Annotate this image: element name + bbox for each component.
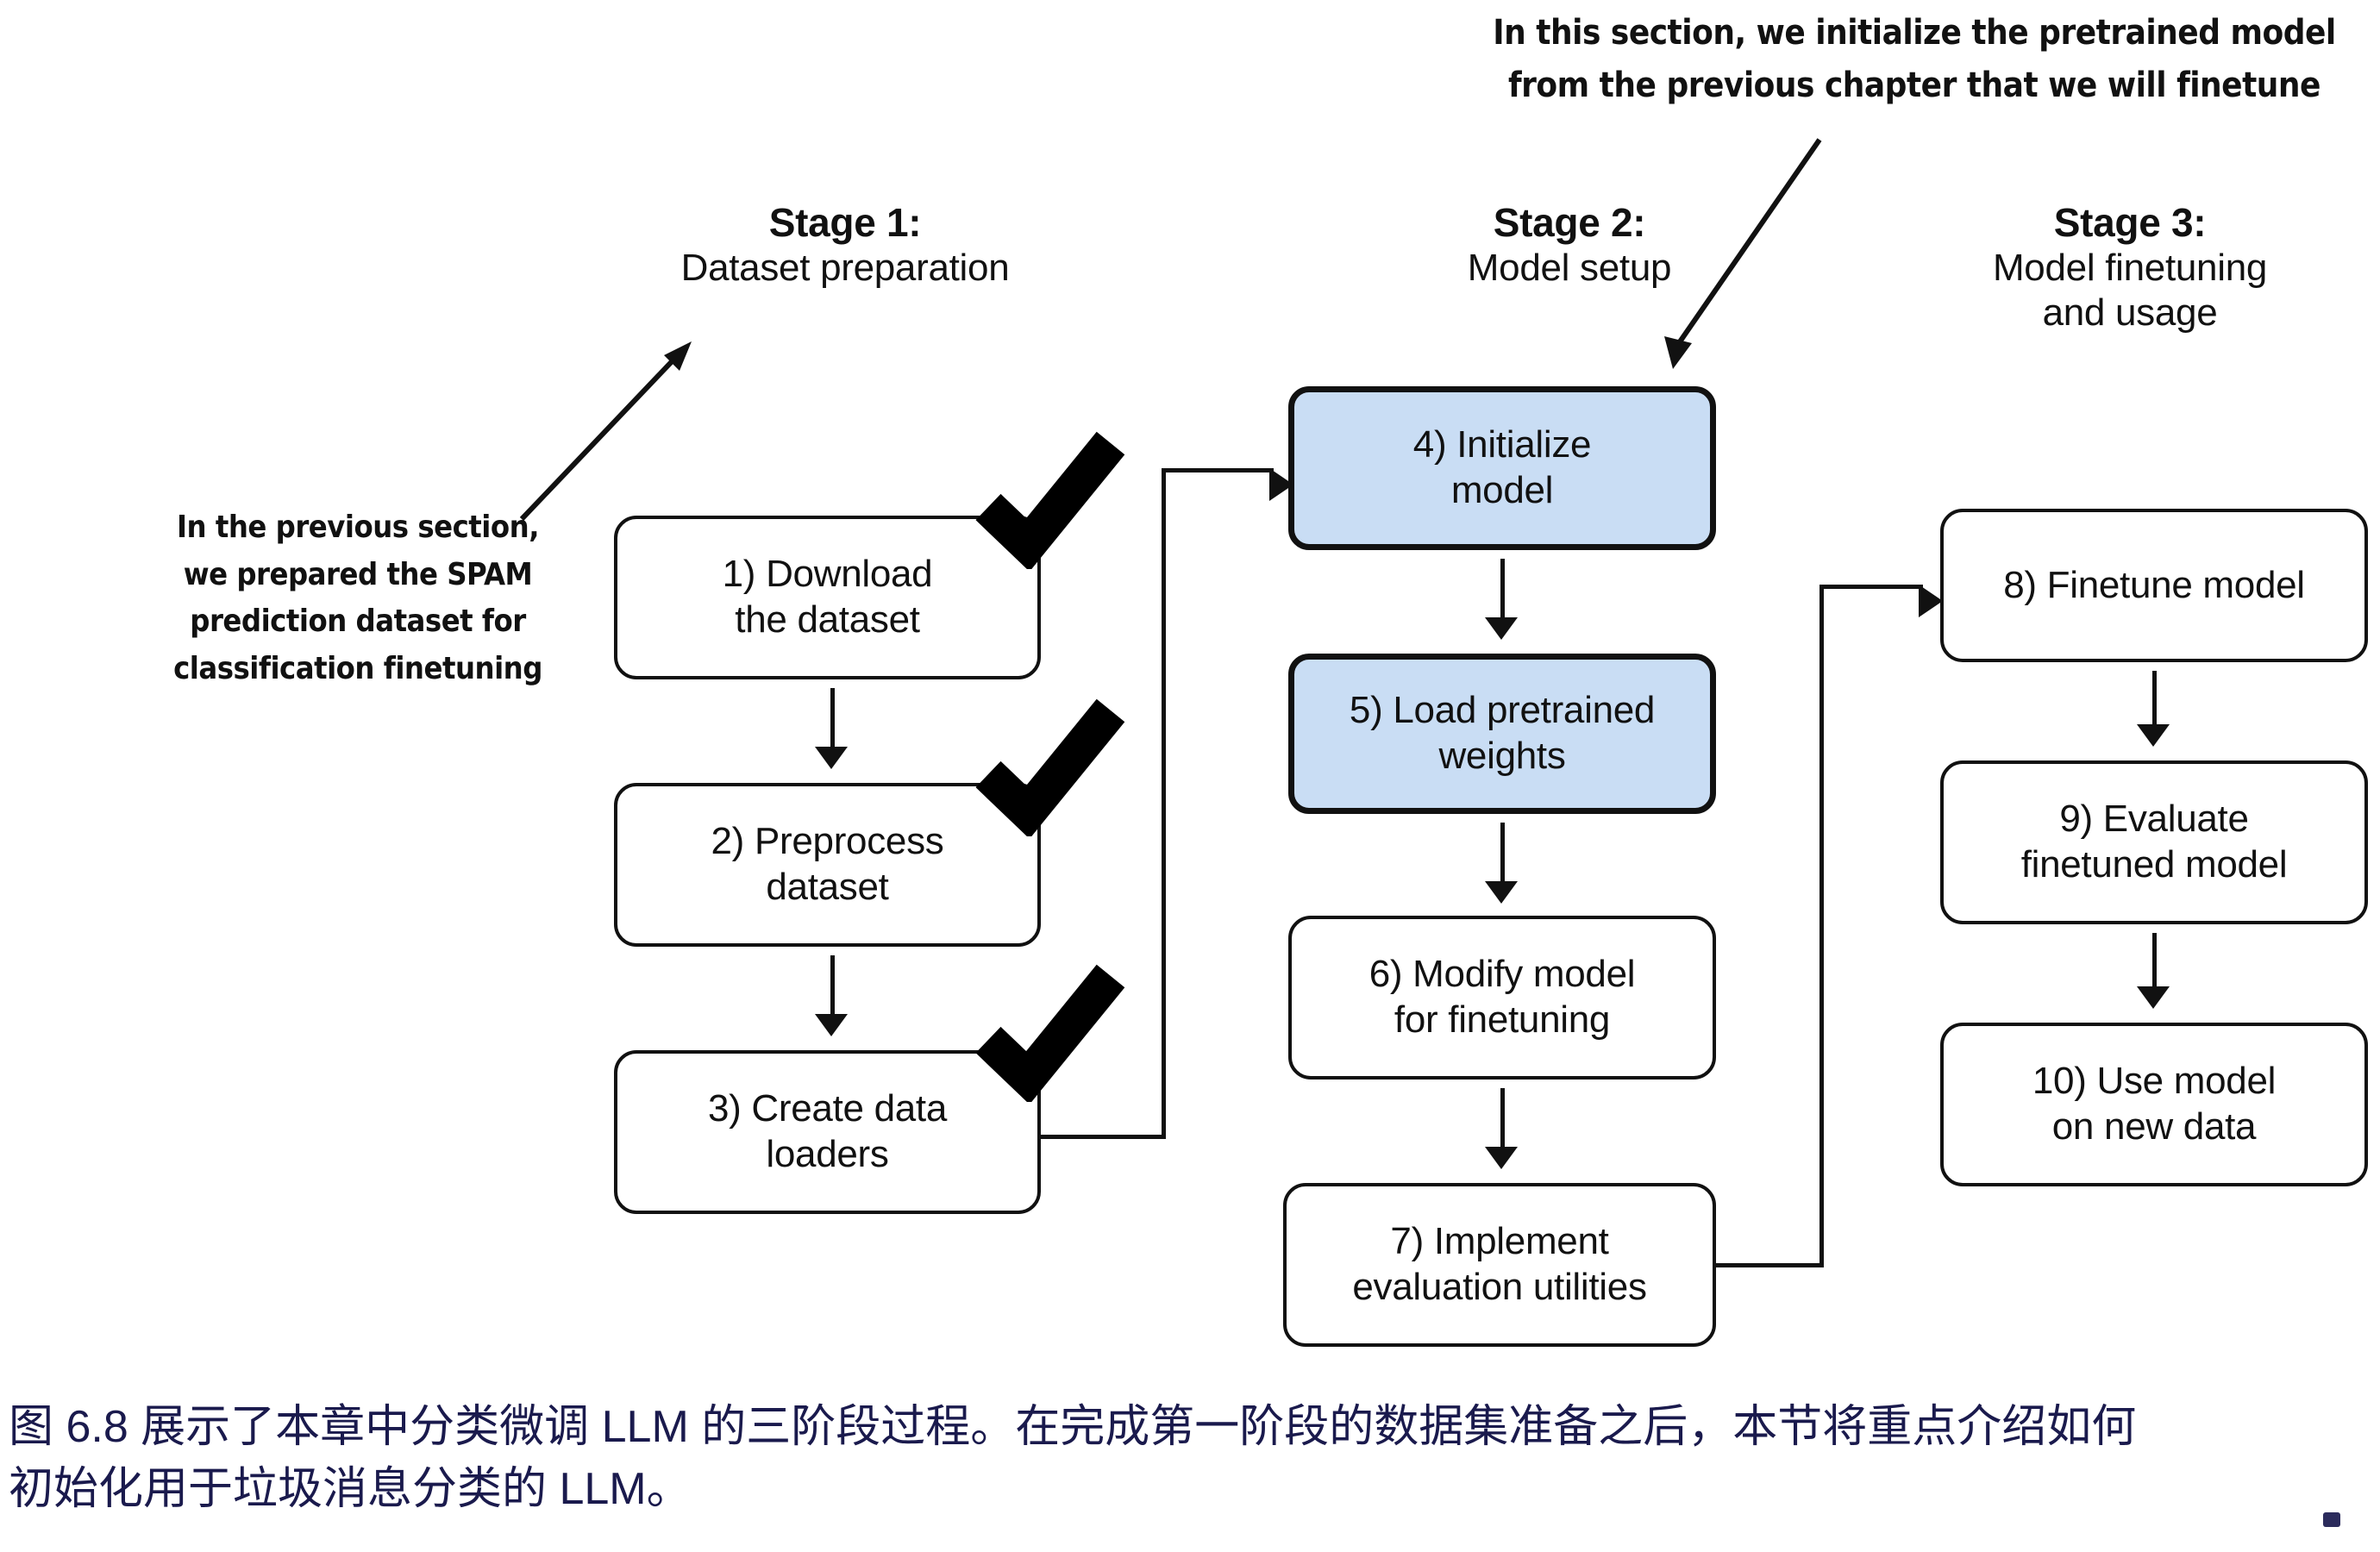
node-create-data-loaders[interactable]: 3) Create data loaders [614, 1050, 1041, 1214]
stage-2-subtitle-line1: Model setup [1467, 247, 1672, 290]
node-finetune-model-line1: 8) Finetune model [2003, 563, 2305, 606]
node-create-data-loaders-line2: loaders [766, 1133, 889, 1175]
edge-9-to-10-arrowhead-icon [2137, 986, 2170, 1009]
node-implement-eval-line2: evaluation utilities [1352, 1266, 1647, 1308]
checkmark-icon-3 [975, 964, 1125, 1102]
node-finetune-model[interactable]: 8) Finetune model [1940, 509, 2368, 662]
stage-1-subtitle-line1: Dataset preparation [680, 247, 1010, 290]
node-create-data-loaders-line1: 3) Create data [707, 1087, 948, 1130]
checkmark-icon-1 [975, 431, 1125, 569]
annotation-top-line1: In this section, we initialize the pretr… [1493, 13, 2336, 53]
node-modify-model-line1: 6) Modify model [1368, 953, 1636, 996]
edge-9-to-10 [2152, 933, 2157, 993]
edge-1-to-2 [830, 688, 835, 754]
annotation-left: In the previous section, we prepared the… [142, 504, 573, 693]
node-preprocess-dataset-line2: dataset [766, 866, 889, 908]
node-evaluate-line2: finetuned model [2020, 843, 2288, 886]
edge-2-to-3-arrowhead-icon [815, 1014, 848, 1036]
annotation-left-line4: classification finetuning [173, 651, 542, 687]
node-use-model-on-new-data[interactable]: 10) Use model on new data [1940, 1023, 2368, 1186]
node-evaluate-finetuned-model[interactable]: 9) Evaluate finetuned model [1940, 760, 2368, 924]
figure-caption-line1: 图 6.8 展示了本章中分类微调 LLM 的三阶段过程。在完成第一阶段的数据集准… [9, 1402, 2137, 1452]
node-preprocess-dataset[interactable]: 2) Preprocess dataset [614, 783, 1041, 947]
node-download-dataset-line2: the dataset [735, 598, 920, 641]
node-initialize-model-line2: model [1450, 469, 1554, 511]
node-modify-model-for-finetuning[interactable]: 6) Modify model for finetuning [1288, 916, 1716, 1080]
node-preprocess-dataset-line1: 2) Preprocess [711, 820, 944, 863]
edge-1-to-2-arrowhead-icon [815, 747, 848, 769]
edge-5-to-6 [1500, 823, 1505, 888]
annotation-left-line3: prediction dataset for [190, 604, 526, 640]
node-use-model-line1: 10) Use model [2032, 1060, 2277, 1103]
stage-3-title: Stage 3: [2053, 200, 2207, 245]
stage-2-header: Stage 2: Model setup [1293, 200, 1845, 291]
edge-8-to-9-arrowhead-icon [2137, 724, 2170, 747]
annotation-left-line2: we prepared the SPAM [183, 556, 533, 592]
edge-3-to-4-segment-horizontal-lower [1041, 1135, 1166, 1139]
stage-1-title: Stage 1: [768, 200, 922, 245]
figure-caption: 图 6.8 展示了本章中分类微调 LLM 的三阶段过程。在完成第一阶段的数据集准… [9, 1399, 2371, 1518]
node-initialize-model-line1: 4) Initialize [1412, 423, 1592, 466]
edge-4-to-5-arrowhead-icon [1485, 617, 1518, 640]
node-initialize-model[interactable]: 4) Initialize model [1288, 386, 1716, 550]
edge-6-to-7 [1500, 1088, 1505, 1154]
node-implement-eval-line1: 7) Implement [1390, 1220, 1609, 1263]
node-modify-model-line2: for finetuning [1394, 998, 1611, 1041]
stage-3-subtitle-line1: Model finetuning [1992, 247, 2268, 290]
annotation-left-line1: In the previous section, [176, 510, 540, 545]
node-load-pretrained-weights-line1: 5) Load pretrained [1349, 689, 1656, 732]
node-download-dataset[interactable]: 1) Download the dataset [614, 516, 1041, 679]
node-load-pretrained-weights[interactable]: 5) Load pretrained weights [1288, 654, 1716, 814]
edge-2-to-3 [830, 955, 835, 1021]
node-evaluate-line1: 9) Evaluate [2059, 798, 2249, 841]
node-download-dataset-line1: 1) Download [722, 553, 933, 596]
annotation-top: In this section, we initialize the pretr… [1466, 7, 2363, 112]
edge-8-to-9 [2152, 671, 2157, 731]
figure-caption-line2: 初始化用于垃圾消息分类的 LLM。 [9, 1463, 692, 1514]
caption-end-marker [2323, 1512, 2340, 1527]
annotation-left-arrow-icon [519, 341, 692, 522]
stage-3-subtitle-line2: and usage [2042, 291, 2218, 335]
node-implement-evaluation-utilities[interactable]: 7) Implement evaluation utilities [1283, 1183, 1716, 1347]
edge-7-to-8-segment-horizontal-upper [1819, 585, 1923, 589]
checkmark-icon-2 [975, 698, 1125, 836]
node-load-pretrained-weights-line2: weights [1438, 735, 1566, 777]
stage-1-header: Stage 1: Dataset preparation [535, 200, 1156, 291]
edge-3-to-4-segment-horizontal-upper [1162, 468, 1274, 472]
edge-6-to-7-arrowhead-icon [1485, 1147, 1518, 1169]
edge-7-to-8-segment-vertical [1819, 585, 1824, 1267]
annotation-top-line2: from the previous chapter that we will f… [1508, 65, 2320, 105]
edge-7-to-8-segment-horizontal-lower [1716, 1263, 1824, 1267]
edge-4-to-5 [1500, 559, 1505, 624]
edge-3-to-4-segment-vertical [1162, 468, 1166, 1139]
edge-7-to-8-arrowhead-icon [1919, 585, 1943, 617]
annotation-top-arrow-icon [1664, 138, 1822, 369]
stage-2-title: Stage 2: [1493, 200, 1646, 245]
node-use-model-line2: on new data [2051, 1105, 2257, 1148]
edge-5-to-6-arrowhead-icon [1485, 881, 1518, 904]
stage-3-header: Stage 3: Model finetuning and usage [1880, 200, 2380, 335]
